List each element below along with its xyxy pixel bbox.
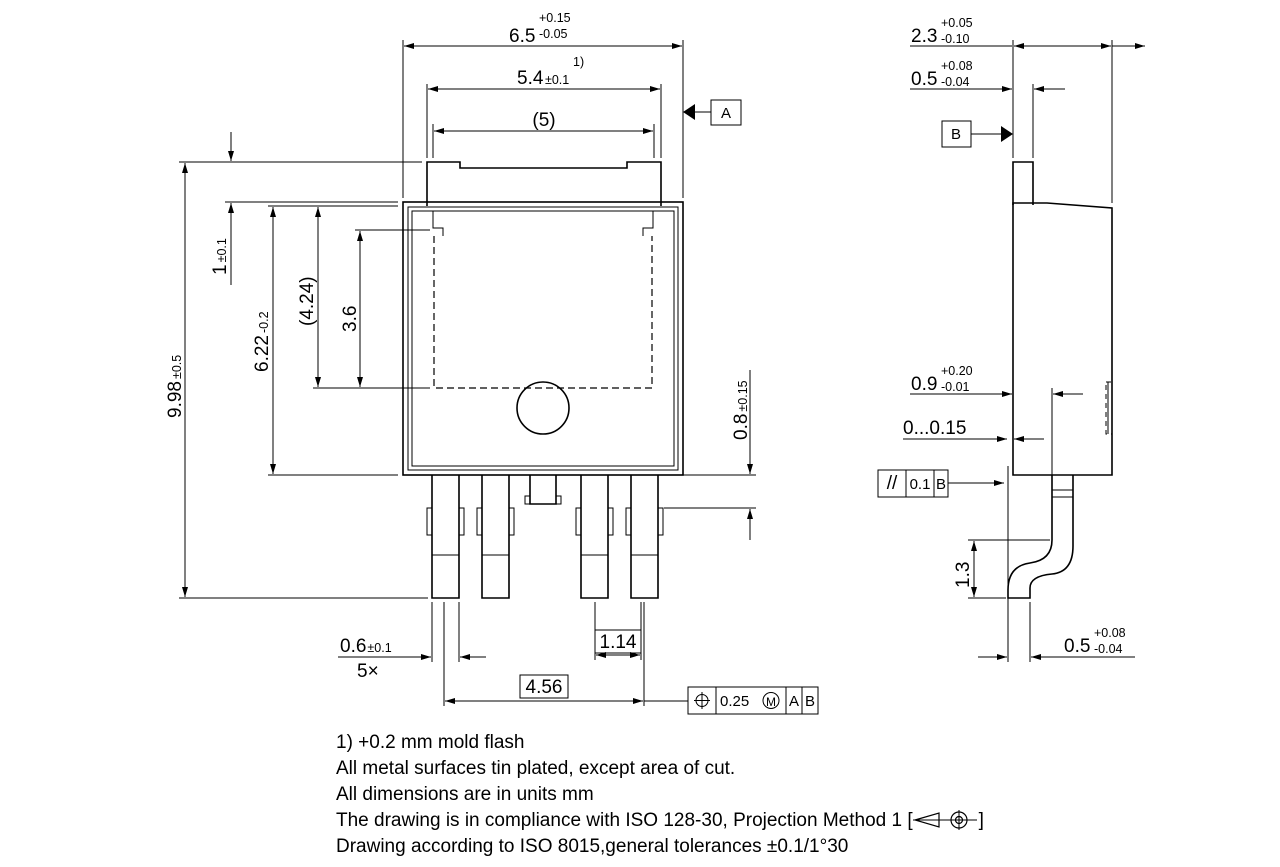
svg-text:1): 1): [573, 55, 584, 69]
projection-method-icon: [912, 810, 977, 830]
svg-text:+0.08: +0.08: [941, 59, 973, 73]
side-lead: [1007, 475, 1074, 599]
dim-depth: 2.3: [911, 26, 937, 47]
svg-text:+0.20: +0.20: [941, 364, 973, 378]
lead-4: [580, 475, 609, 599]
package-body-inner: [407, 206, 679, 471]
svg-text:+0.05: +0.05: [941, 16, 973, 30]
lead-5: [630, 475, 659, 599]
corner-notch-left: [432, 211, 444, 236]
parallelism-tolerance-frame: // 0.1 B: [877, 469, 949, 498]
note-projection: The drawing is in compliance with ISO 12…: [336, 810, 984, 831]
datum-a-marker: [683, 104, 695, 120]
dim-lead-thickness: 0.5: [1064, 636, 1090, 657]
svg-text:A: A: [789, 693, 799, 710]
svg-text:M: M: [766, 695, 776, 709]
package-body-inner-2: [411, 210, 675, 467]
package-tab: [426, 161, 662, 206]
dim-lead-offset: 0.8±0.15: [731, 380, 752, 440]
svg-text:+0.15: +0.15: [539, 11, 571, 25]
position-tolerance-frame: 0.25 M A B: [687, 686, 819, 715]
front-view: A 6.5 +0.15 -0.05 5.4 ±0.1 1) (5) 1±0.1 …: [165, 11, 819, 715]
dim-body-height: 6.22-0.2: [252, 311, 273, 372]
svg-text:-0.04: -0.04: [1094, 642, 1123, 656]
side-tab: [1012, 161, 1034, 205]
leads: [426, 475, 664, 599]
dim-total-height: 9.98±0.5: [165, 355, 186, 418]
svg-text:B: B: [936, 476, 946, 493]
svg-text:-0.04: -0.04: [941, 75, 970, 89]
svg-text:0.25: 0.25: [720, 693, 749, 710]
svg-text:+0.08: +0.08: [1094, 626, 1126, 640]
note-standard: Drawing according to ISO 8015,general to…: [336, 836, 849, 857]
dim-lead-length: 1.3: [953, 562, 974, 588]
dim-pad-inner-height: 3.6: [340, 306, 361, 332]
dim-clearance: 0...0.15: [903, 418, 966, 439]
svg-text:B: B: [805, 693, 815, 710]
exposed-pad-outline: [433, 236, 653, 389]
lead-2: [481, 475, 510, 599]
drawing-notes: 1) +0.2 mm mold flash All metal surfaces…: [336, 730, 984, 860]
svg-text:-0.10: -0.10: [941, 32, 970, 46]
dim-lead-count: 5×: [357, 661, 379, 682]
svg-text:-0.01: -0.01: [941, 380, 970, 394]
dim-tab-height: 1±0.1: [210, 238, 231, 275]
svg-text:-0.05: -0.05: [539, 27, 568, 41]
mounting-hole: [516, 381, 570, 435]
dim-tab-thickness: 0.5: [911, 69, 937, 90]
dim-lead-width: 0.6±0.1: [340, 636, 392, 657]
datum-b-marker: [1001, 126, 1013, 142]
dim-standoff: 0.9: [911, 374, 937, 395]
dim-lead-pitch: 1.14: [600, 632, 637, 653]
note-units: All dimensions are in units mm: [336, 784, 594, 805]
datum-a-label: A: [721, 105, 731, 122]
dim-body-width: 5.4: [517, 68, 544, 89]
dim-width: 6.5: [509, 26, 535, 47]
dim-pad-height: (4.24): [297, 276, 318, 326]
note-plating: All metal surfaces tin plated, except ar…: [336, 758, 736, 779]
lead-center-stub: [529, 475, 557, 505]
datum-b-label: B: [951, 126, 961, 143]
corner-notch-right: [642, 211, 654, 236]
svg-text:±0.1: ±0.1: [545, 73, 569, 87]
lead-1: [431, 475, 460, 599]
side-view: B // 0.1 B 2.3 +0.05 -0.10 0.5 +0.08 -0.…: [877, 16, 1145, 662]
dim-tab-width: (5): [532, 110, 555, 131]
package-body: [402, 201, 684, 476]
svg-text://: //: [887, 473, 898, 494]
side-body: [1012, 202, 1113, 476]
svg-text:0.1: 0.1: [910, 476, 931, 493]
note-mold-flash: 1) +0.2 mm mold flash: [336, 732, 525, 753]
dim-lead-span: 4.56: [526, 677, 563, 698]
